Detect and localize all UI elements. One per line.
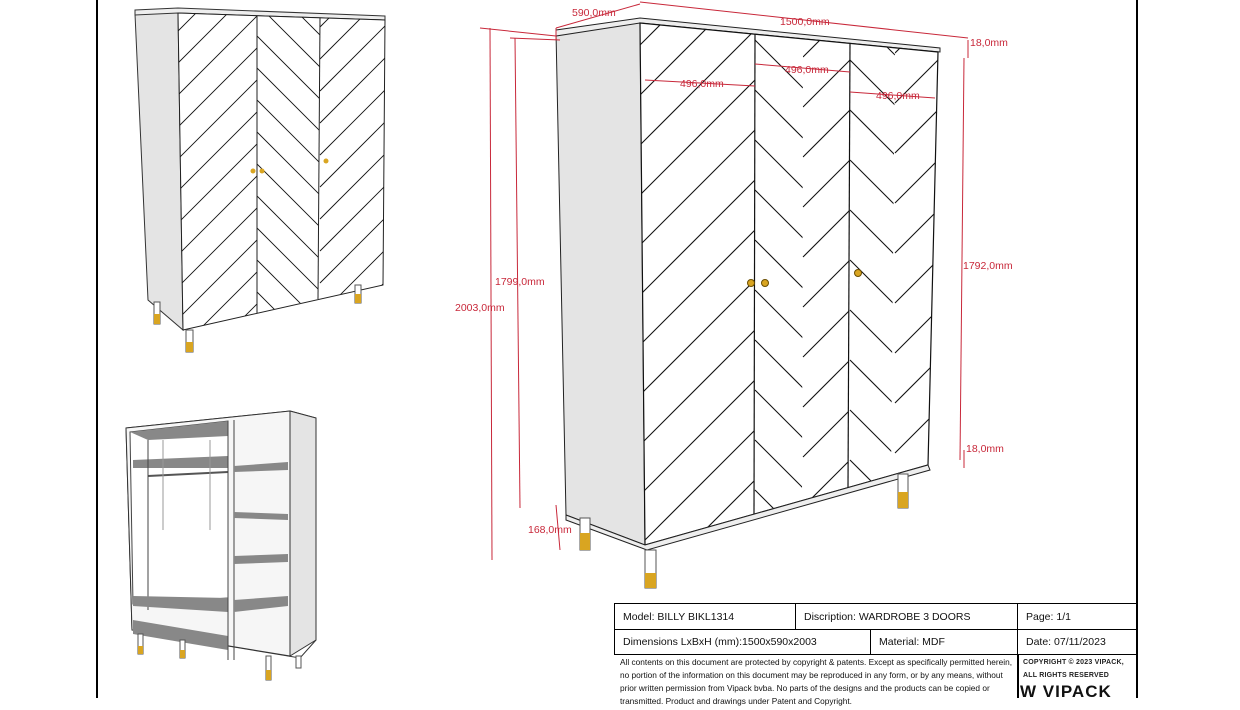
material-cell: Material: MDF <box>870 629 1018 655</box>
dim-width: 1500,0mm <box>780 16 830 28</box>
date-cell: Date: 07/11/2023 <box>1017 629 1137 655</box>
knob-icon <box>323 158 329 164</box>
page-cell: Page: 1/1 <box>1017 603 1137 630</box>
knob-icon <box>854 269 862 277</box>
copyright-notice: COPYRIGHT © 2023 VIPACK, ALL RIGHTS RESE… <box>1023 659 1124 679</box>
dim-body-height: 1799,0mm <box>495 276 545 288</box>
description-cell: Discription: WARDROBE 3 DOORS <box>795 603 1018 630</box>
dim-door-right: 496,0mm <box>876 90 920 102</box>
open-wardrobe-view <box>125 410 317 681</box>
dim-total-height: 2003,0mm <box>455 302 505 314</box>
dim-door-left: 496,0mm <box>680 78 724 90</box>
dimensions-cell: Dimensions LxBxH (mm):1500x590x2003 <box>614 629 871 655</box>
dimension-lines <box>479 1 969 561</box>
knob-icon <box>259 168 265 174</box>
dim-door-middle: 496,0mm <box>785 64 829 76</box>
legal-notice: All contents on this document are protec… <box>620 657 1013 706</box>
door-chevron-pattern <box>802 39 850 501</box>
door-chevron-pattern <box>754 34 803 514</box>
vipack-logo: W VIPACK <box>1020 682 1112 701</box>
door-chevron-pattern <box>849 43 895 488</box>
dim-depth: 590,0mm <box>572 7 616 19</box>
dim-leg-height: 168,0mm <box>528 524 572 536</box>
model-cell: Model: BILLY BIKL1314 <box>614 603 796 630</box>
knob-icon <box>747 279 755 287</box>
dim-top-thickness: 18,0mm <box>970 37 1008 49</box>
closed-wardrobe-view <box>134 7 386 353</box>
dim-door-height: 1792,0mm <box>963 260 1013 272</box>
logo-mark-icon: W <box>1020 682 1043 701</box>
knob-icon <box>250 168 256 174</box>
dim-bottom-thickness: 18,0mm <box>966 443 1004 455</box>
door-chevron-pattern <box>257 16 320 313</box>
main-wardrobe-view: 590,0mm 1500,0mm 18,0mm 496,0mm 496,0mm … <box>455 1 1013 589</box>
knob-icon <box>761 279 769 287</box>
